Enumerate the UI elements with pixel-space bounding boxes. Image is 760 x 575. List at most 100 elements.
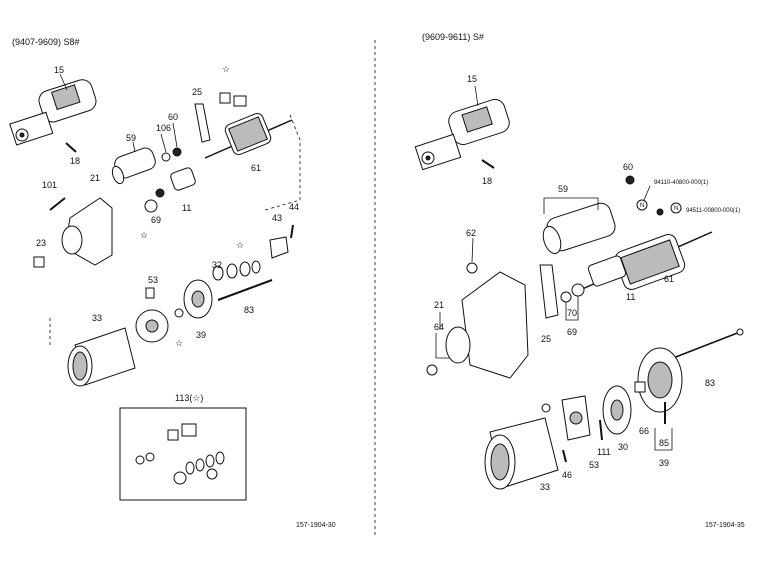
left-washer-stack <box>212 260 261 281</box>
left-callout-18: 18 <box>70 156 80 166</box>
right-callout-30: 30 <box>618 442 628 452</box>
right-small-nut <box>656 208 664 216</box>
right-callout-15: 15 <box>467 74 477 84</box>
right-note-symbol-1 <box>636 199 648 211</box>
right-yoke <box>484 417 559 490</box>
left-callout-11: 11 <box>182 203 191 213</box>
left-armature <box>204 112 293 159</box>
right-callout-25: 25 <box>541 334 551 344</box>
left-ref-code: 157-1904-30 <box>296 522 336 529</box>
right-callout-111: 111 <box>597 447 611 457</box>
right-callout-39: 39 <box>659 458 669 468</box>
right-frame-cap <box>634 381 646 393</box>
right-callout-21: 21 <box>434 300 444 310</box>
right-pinion-clutch <box>587 255 627 287</box>
right-yoke-grommet <box>541 403 551 413</box>
left-kit-label: 113(☆) <box>175 393 203 403</box>
right-bolt-18 <box>481 159 495 169</box>
left-callout-101: 101 <box>42 180 57 190</box>
right-lever <box>539 264 559 319</box>
right-nut-62 <box>466 262 478 274</box>
left-bolt-101 <box>49 197 66 211</box>
right-nut-60 <box>625 175 635 185</box>
right-ring-70 <box>560 291 572 303</box>
left-solenoid <box>111 147 156 185</box>
left-star-mark-4: ☆ <box>175 338 183 348</box>
left-callout-106: 106 <box>156 123 171 133</box>
left-brush-holder <box>135 287 169 343</box>
left-kit-contents <box>135 423 225 485</box>
right-collar-69 <box>571 283 585 297</box>
right-callout-83: 83 <box>705 378 715 388</box>
left-callout-25: 25 <box>192 87 202 97</box>
right-note-n-1: N <box>640 203 644 209</box>
left-kit-part-b <box>233 95 247 107</box>
left-pinion-clutch <box>170 167 196 191</box>
left-callout-32: 32 <box>212 260 222 270</box>
right-spring-111 <box>599 419 603 441</box>
left-through-bolt <box>217 279 273 301</box>
left-callout-83: 83 <box>244 305 254 315</box>
right-header: (9609-9611) S# <box>422 32 484 42</box>
left-callout-60: 60 <box>168 112 178 122</box>
left-header: (9407-9609) S8# <box>12 37 80 47</box>
right-callout-61: 61 <box>664 274 674 284</box>
left-callout-69: 69 <box>151 215 161 225</box>
right-ref-code: 157-1904-35 <box>705 522 745 529</box>
right-callout-18: 18 <box>482 176 492 186</box>
left-callout-39: 39 <box>196 330 206 340</box>
right-through-bolt <box>667 331 741 361</box>
left-star-mark-2: ☆ <box>140 230 148 240</box>
right-part-note-2: 94511-00800-000(1) <box>686 208 740 214</box>
right-solenoid <box>542 202 616 255</box>
left-nut-60 <box>172 147 182 157</box>
right-part-note-1: 94110-40800-000(1) <box>654 180 708 186</box>
left-end-frame <box>183 279 213 319</box>
right-callout-60: 60 <box>623 162 633 172</box>
left-stop-ring <box>155 188 165 198</box>
left-bolt-18 <box>65 142 77 153</box>
left-callout-61: 61 <box>251 163 261 173</box>
right-callout-33: 33 <box>540 482 550 492</box>
right-callout-66: 66 <box>639 426 649 436</box>
right-starter-assembly <box>414 98 510 171</box>
right-brush-plate <box>602 385 632 435</box>
right-callout-70: 70 <box>567 308 577 318</box>
right-brush-holder <box>561 395 591 441</box>
left-callout-15: 15 <box>54 65 64 75</box>
right-callout-59: 59 <box>558 184 568 194</box>
left-star-mark-3: ☆ <box>236 240 244 250</box>
left-washer-106 <box>161 152 171 162</box>
left-screw-44 <box>290 224 294 239</box>
left-frame-washer <box>174 308 184 318</box>
right-callout-69: 69 <box>567 327 577 337</box>
left-kit-box <box>119 407 247 501</box>
left-collar-69 <box>144 199 158 213</box>
right-lead-46 <box>562 449 567 463</box>
right-note-n-2: N <box>674 206 678 212</box>
left-callout-33: 33 <box>92 313 102 323</box>
right-callout-46: 46 <box>562 470 572 480</box>
left-callout-21: 21 <box>90 173 100 183</box>
right-callout-62: 62 <box>466 228 476 238</box>
left-callout-53: 53 <box>148 275 158 285</box>
right-drive-housing <box>445 271 529 379</box>
left-starter-assembly <box>9 79 97 146</box>
left-plate-43 <box>269 236 289 259</box>
left-kit-part-a <box>219 92 231 104</box>
left-callout-59: 59 <box>126 133 136 143</box>
right-bolt-head <box>736 328 744 336</box>
left-drive-housing <box>61 197 113 266</box>
right-armature <box>579 231 713 291</box>
right-callout-64: 64 <box>434 322 444 332</box>
left-star-kit-mark: ☆ <box>222 64 230 74</box>
left-nut-23 <box>33 256 45 268</box>
right-end-frame <box>637 347 683 413</box>
right-callout-53: 53 <box>589 460 599 470</box>
right-callout-11: 11 <box>626 292 635 302</box>
left-lever <box>194 103 211 143</box>
left-yoke <box>67 327 136 387</box>
right-bush-64 <box>426 364 438 376</box>
